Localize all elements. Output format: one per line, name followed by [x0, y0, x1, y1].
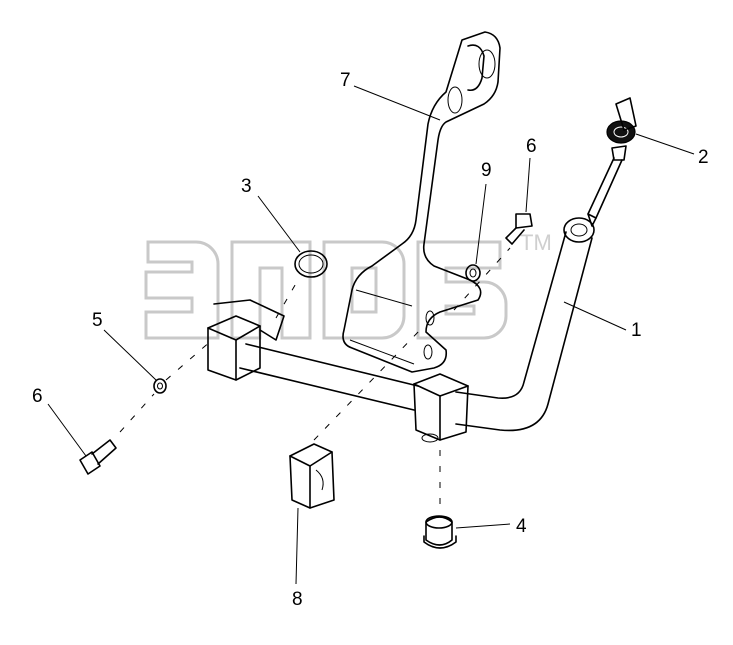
part-9-washer — [465, 264, 481, 282]
part-3-ring — [294, 250, 328, 278]
part-7-bracket — [342, 31, 501, 373]
callout-9: 9 — [481, 160, 492, 181]
watermark-tm: TM — [520, 230, 552, 255]
assembly-lines — [119, 247, 511, 512]
callout-2: 2 — [698, 147, 709, 168]
callout-6-lower: 6 — [32, 386, 43, 407]
callout-8: 8 — [292, 589, 303, 610]
leader-lines — [47, 85, 695, 585]
part-2-dipstick — [587, 97, 637, 227]
callout-5: 5 — [92, 310, 103, 331]
callout-1: 1 — [631, 320, 642, 341]
part-6-bolt-lower — [79, 439, 117, 475]
part-4-cap — [423, 515, 457, 549]
part-1-pipe-assembly — [207, 217, 595, 443]
callout-3: 3 — [241, 176, 252, 197]
part-8-clip — [289, 443, 335, 509]
part-6-bolt-upper — [505, 213, 533, 245]
callout-labels: 7 3 9 6 2 1 5 6 8 4 — [32, 70, 709, 610]
callout-7: 7 — [340, 70, 351, 91]
part-5-washer — [153, 378, 167, 394]
callout-4: 4 — [516, 516, 527, 537]
callout-6-upper: 6 — [526, 136, 537, 157]
watermark-logo: TM — [144, 230, 552, 340]
